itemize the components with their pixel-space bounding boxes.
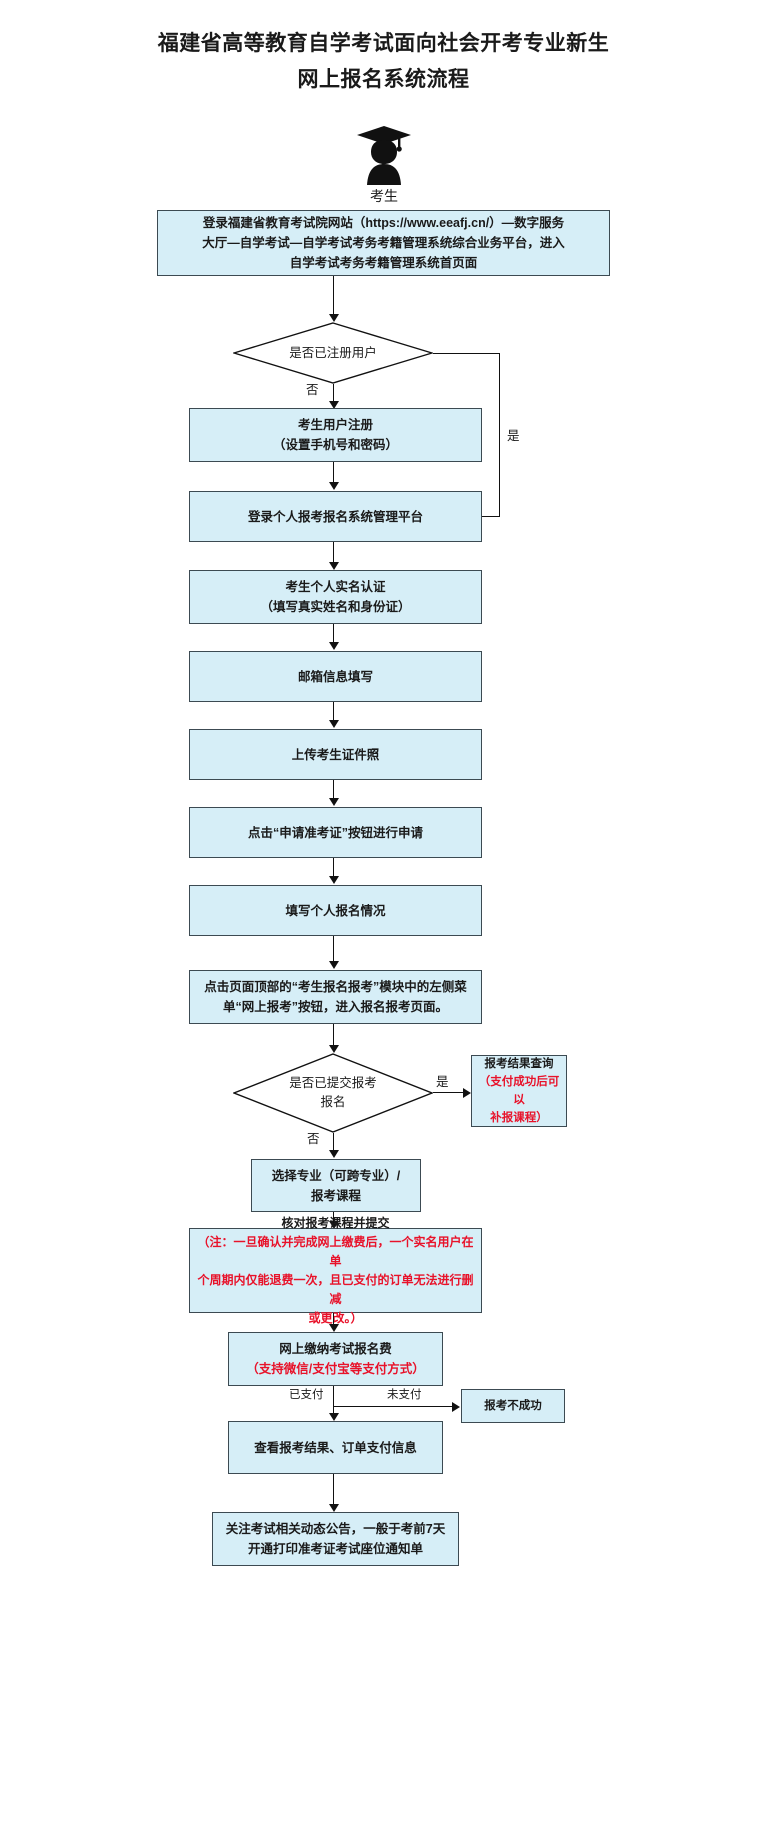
final-notice-line-2: 开通打印准考证考试座位通知单 bbox=[247, 1542, 423, 1556]
email-fill-line-1: 邮箱信息填写 bbox=[297, 669, 373, 684]
node-verify-submit[interactable]: 核对报考课程并提交 （注：一旦确认并完成网上缴费后，一个实名用户在单 个周期内仅… bbox=[189, 1216, 482, 1325]
connector-fill-to-entry bbox=[333, 936, 334, 961]
connector-entry-to-decision2 bbox=[333, 1024, 334, 1045]
login-site-line-2: 大厅—自学考试—自学考试考务考籍管理系统综合业务平台，进入 bbox=[202, 236, 565, 250]
connector-decision1-no bbox=[333, 384, 334, 406]
arrow-pay-unpaid bbox=[452, 1401, 460, 1412]
decision-submitted[interactable]: 是否已提交报考 报名 bbox=[233, 1053, 433, 1133]
node-upload-photo[interactable]: 上传考生证件照 bbox=[189, 729, 482, 780]
decision-registered-label: 是否已注册用户 bbox=[289, 345, 377, 360]
result-query-line-2: （支付成功后可以 bbox=[478, 1076, 560, 1106]
user-register-line-1: 考生用户注册 bbox=[297, 418, 373, 432]
arrow-photo-to-ticket bbox=[328, 798, 339, 806]
select-major-line-2: 报考课程 bbox=[310, 1188, 361, 1203]
arrow-major-to-verify bbox=[328, 1221, 339, 1229]
edge-label-paid: 已支付 bbox=[289, 1389, 324, 1401]
login-site-line-1: 登录福建省教育考试院网站（https://www.eeafj.cn/）—数字服务 bbox=[202, 216, 565, 230]
connector-major-to-verify bbox=[333, 1212, 334, 1224]
view-result-line-1: 查看报考结果、订单支付信息 bbox=[254, 1440, 417, 1455]
select-major-line-1: 选择专业（可跨专业）/ bbox=[271, 1168, 401, 1183]
actor-label: 考生 bbox=[370, 188, 398, 204]
verify-submit-line-2: （注：一旦确认并完成网上缴费后，一个实名用户在单 bbox=[197, 1234, 474, 1268]
node-final-notice[interactable]: 关注考试相关动态公告，一般于考前7天 开通打印准考证考试座位通知单 bbox=[212, 1512, 459, 1566]
fill-registration-line-1: 填写个人报名情况 bbox=[285, 903, 386, 918]
online-entry-line-1: 点击页面顶部的“考生报名报考”模块中的左侧菜 bbox=[204, 980, 467, 994]
arrow-decision2-no bbox=[328, 1150, 339, 1158]
edge-label-decision1-yes: 是 bbox=[507, 429, 520, 443]
arrow-email-to-photo bbox=[328, 720, 339, 728]
node-pay-fee[interactable]: 网上缴纳考试报名费 （支持微信/支付宝等支付方式） bbox=[228, 1332, 443, 1386]
node-login-platform[interactable]: 登录个人报考报名系统管理平台 bbox=[189, 491, 482, 542]
title-line-2: 网上报名系统流程 bbox=[297, 68, 470, 91]
node-realname-auth[interactable]: 考生个人实名认证 （填写真实姓名和身份证） bbox=[189, 570, 482, 624]
connector-decision2-yes bbox=[433, 1092, 468, 1093]
connector-ticket-to-fill bbox=[333, 858, 334, 876]
node-fill-registration[interactable]: 填写个人报名情况 bbox=[189, 885, 482, 936]
fail-result-line-1: 报考不成功 bbox=[484, 1400, 542, 1412]
login-site-line-3: 自学考试考务考籍管理系统首页面 bbox=[289, 256, 478, 270]
connector-verify-to-pay bbox=[333, 1313, 334, 1327]
connector-register-to-platform bbox=[333, 462, 334, 482]
arrow-pay-paid bbox=[328, 1413, 339, 1421]
online-entry-line-2: 单“网上报考”按钮，进入报名报考页面。 bbox=[222, 1000, 448, 1014]
connector-login-to-decision1 bbox=[333, 276, 334, 314]
connector-platform-to-auth bbox=[333, 542, 334, 562]
edge-label-decision2-yes: 是 bbox=[436, 1075, 449, 1089]
connector-pay-paid bbox=[333, 1386, 334, 1416]
arrow-ticket-to-fill bbox=[328, 876, 339, 884]
page-title: 福建省高等教育自学考试面向社会开考专业新生 网上报名系统流程 bbox=[0, 26, 767, 98]
connector-view-to-final bbox=[333, 1474, 334, 1506]
node-fail-result[interactable]: 报考不成功 bbox=[461, 1389, 565, 1423]
arrow-decision1-no bbox=[328, 401, 339, 409]
node-view-result[interactable]: 查看报考结果、订单支付信息 bbox=[228, 1421, 443, 1474]
decision-registered[interactable]: 是否已注册用户 bbox=[233, 322, 433, 384]
verify-submit-line-3: 个周期内仅能退费一次，且已支付的订单无法进行删减 bbox=[197, 1272, 474, 1306]
pay-fee-line-1: 网上缴纳考试报名费 bbox=[279, 1342, 392, 1356]
connector-decision1-yes-v bbox=[499, 353, 500, 517]
title-line-1: 福建省高等教育自学考试面向社会开考专业新生 bbox=[157, 32, 610, 55]
connector-decision1-yes-h2 bbox=[482, 516, 500, 517]
arrow-login-to-decision1 bbox=[328, 314, 339, 322]
user-register-line-2: （设置手机号和密码） bbox=[272, 438, 398, 452]
login-platform-line-1: 登录个人报考报名系统管理平台 bbox=[247, 509, 423, 524]
arrow-decision2-yes bbox=[463, 1087, 471, 1098]
upload-photo-line-1: 上传考生证件照 bbox=[291, 747, 380, 762]
node-select-major[interactable]: 选择专业（可跨专业）/ 报考课程 bbox=[251, 1159, 421, 1212]
arrow-verify-to-pay bbox=[328, 1324, 339, 1332]
edge-label-decision2-no: 否 bbox=[307, 1132, 320, 1146]
node-login-site[interactable]: 登录福建省教育考试院网站（https://www.eeafj.cn/）—数字服务… bbox=[157, 210, 610, 276]
result-query-line-1: 报考结果查询 bbox=[484, 1058, 554, 1070]
realname-auth-line-1: 考生个人实名认证 bbox=[285, 580, 386, 594]
edge-label-unpaid: 未支付 bbox=[387, 1389, 422, 1401]
pay-fee-line-2: （支持微信/支付宝等支付方式） bbox=[246, 1362, 425, 1376]
connector-auth-to-email bbox=[333, 624, 334, 642]
decision-submitted-line-2: 报名 bbox=[320, 1095, 346, 1109]
node-online-exam-entry[interactable]: 点击页面顶部的“考生报名报考”模块中的左侧菜 单“网上报考”按钮，进入报名报考页… bbox=[189, 970, 482, 1024]
realname-auth-line-2: （填写真实姓名和身份证） bbox=[260, 600, 411, 614]
connector-decision1-yes-h bbox=[433, 353, 500, 354]
verify-submit-line-1: 核对报考课程并提交 bbox=[281, 1215, 390, 1230]
arrow-auth-to-email bbox=[328, 642, 339, 650]
result-query-line-3: 补报课程） bbox=[490, 1112, 548, 1124]
node-result-query[interactable]: 报考结果查询 （支付成功后可以 补报课程） bbox=[471, 1055, 567, 1127]
connector-photo-to-ticket bbox=[333, 780, 334, 798]
apply-ticket-line-1: 点击“申请准考证”按钮进行申请 bbox=[247, 825, 423, 840]
node-apply-admission-ticket[interactable]: 点击“申请准考证”按钮进行申请 bbox=[189, 807, 482, 858]
decision-submitted-label: 是否已提交报考 报名 bbox=[233, 1053, 433, 1133]
connector-decision2-no bbox=[333, 1133, 334, 1153]
edge-label-decision1-no: 否 bbox=[306, 383, 319, 397]
graduate-student-icon bbox=[354, 124, 414, 186]
arrow-entry-to-decision2 bbox=[328, 1045, 339, 1053]
arrow-view-to-final bbox=[328, 1504, 339, 1512]
node-email-fill[interactable]: 邮箱信息填写 bbox=[189, 651, 482, 702]
decision-submitted-line-1: 是否已提交报考 bbox=[289, 1076, 377, 1090]
connector-email-to-photo bbox=[333, 702, 334, 720]
final-notice-line-1: 关注考试相关动态公告，一般于考前7天 bbox=[225, 1522, 446, 1536]
arrow-fill-to-entry bbox=[328, 961, 339, 969]
node-user-register[interactable]: 考生用户注册 （设置手机号和密码） bbox=[189, 408, 482, 462]
verify-submit-line-4: 或更改。） bbox=[308, 1310, 363, 1325]
arrow-platform-to-auth bbox=[328, 562, 339, 570]
arrow-register-to-platform bbox=[328, 482, 339, 490]
connector-pay-unpaid-h bbox=[333, 1406, 456, 1407]
